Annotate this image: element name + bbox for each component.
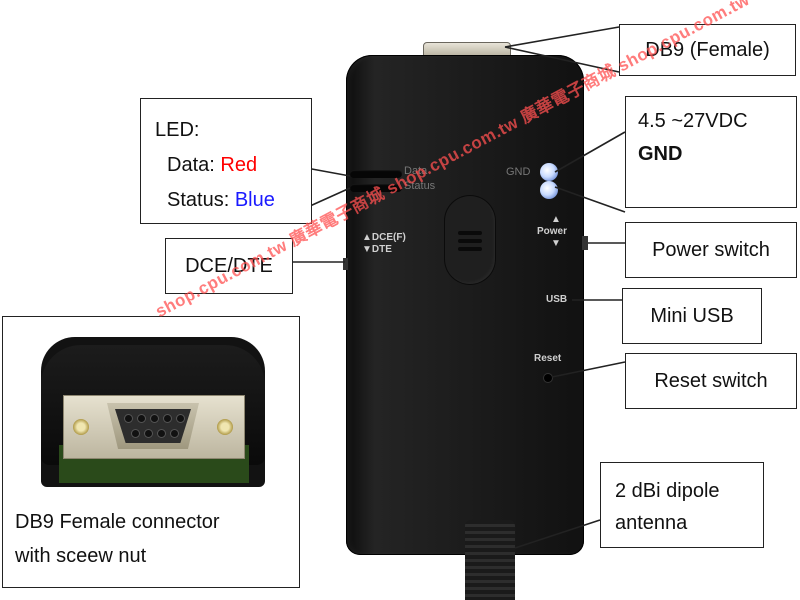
inset-label-line2: with sceew nut — [15, 545, 147, 567]
dce-dte-switch[interactable] — [343, 258, 348, 270]
callout-antenna: 2 dBi dipole antenna — [600, 462, 764, 548]
callout-gnd-text: GND — [638, 143, 683, 165]
callout-voltage-text: 4.5 ~27VDC — [638, 110, 748, 132]
screw-nut-left — [73, 419, 89, 435]
device-label-power-down: ▼ — [551, 238, 561, 249]
screw-nut-right — [217, 419, 233, 435]
callout-power-switch: Power switch — [625, 222, 797, 278]
callout-led-status-value: Blue — [234, 189, 275, 211]
power-led-bottom — [540, 181, 558, 199]
db9-pin — [171, 430, 178, 437]
callout-led-status-row: Status: Blue — [155, 183, 297, 218]
reset-button-hole[interactable] — [544, 374, 552, 382]
callout-antenna-line1: 2 dBi dipole — [615, 480, 720, 502]
device-label-status: Status — [404, 180, 436, 192]
callout-mini-usb: Mini USB — [622, 288, 762, 344]
device-label-dce: ▲DCE(F) — [362, 232, 406, 243]
callout-led-heading: LED: — [155, 119, 200, 141]
db9-pin — [125, 415, 132, 422]
callout-led-data-label: Data: — [167, 154, 215, 176]
device-label-power-up: ▲ — [551, 214, 561, 225]
device-label-data: Data — [404, 165, 428, 177]
callout-power-switch-text: Power switch — [652, 238, 770, 261]
db9-pin — [158, 430, 165, 437]
db9-pin — [132, 430, 139, 437]
power-led-top — [540, 163, 558, 181]
inset-label: DB9 Female connector with sceew nut — [15, 505, 220, 573]
pill-bar — [458, 231, 482, 235]
center-pill-vent — [444, 195, 496, 285]
device-body — [346, 55, 584, 555]
callout-db9-female-text: DB9 (Female) — [645, 38, 770, 61]
callout-mini-usb-text: Mini USB — [650, 304, 734, 327]
db9-pin — [151, 415, 158, 422]
callout-led-data-row: Data: Red — [155, 148, 297, 183]
callout-led-data-value: Red — [220, 154, 258, 176]
inset-label-line1: DB9 Female connector — [15, 511, 220, 533]
device-label-power: Power — [537, 226, 568, 237]
callout-power-input: 4.5 ~27VDC GND — [625, 96, 797, 208]
callout-antenna-line2: antenna — [615, 512, 688, 534]
status-led-slot — [350, 184, 402, 192]
inset-connector-socket — [115, 409, 191, 443]
db9-pin — [164, 415, 171, 422]
callout-reset-switch-text: Reset switch — [654, 369, 768, 392]
leader-db9 — [504, 26, 620, 48]
data-led-slot — [350, 170, 402, 178]
callout-reset-switch: Reset switch — [625, 353, 797, 409]
db9-pin — [177, 415, 184, 422]
device-label-reset: Reset — [534, 353, 562, 364]
db9-pin — [145, 430, 152, 437]
callout-led-status-label: Status: — [167, 189, 230, 211]
pill-bar — [458, 239, 482, 243]
inset-db9-photo: DB9 Female connector with sceew nut — [2, 316, 300, 588]
device-label-gnd: GND — [506, 166, 531, 178]
callout-led: LED: Data: Red Status: Blue — [140, 98, 312, 224]
db9-pin — [138, 415, 145, 422]
callout-dce-dte-text: DCE/DTE — [185, 254, 273, 277]
callout-dce-dte: DCE/DTE — [165, 238, 293, 294]
pill-bar — [458, 247, 482, 251]
device-label-dte: ▼DTE — [362, 244, 392, 255]
callout-db9-female: DB9 (Female) — [619, 24, 796, 76]
power-switch[interactable] — [582, 236, 588, 250]
antenna-base — [465, 520, 515, 600]
device-label-usb: USB — [546, 294, 568, 305]
